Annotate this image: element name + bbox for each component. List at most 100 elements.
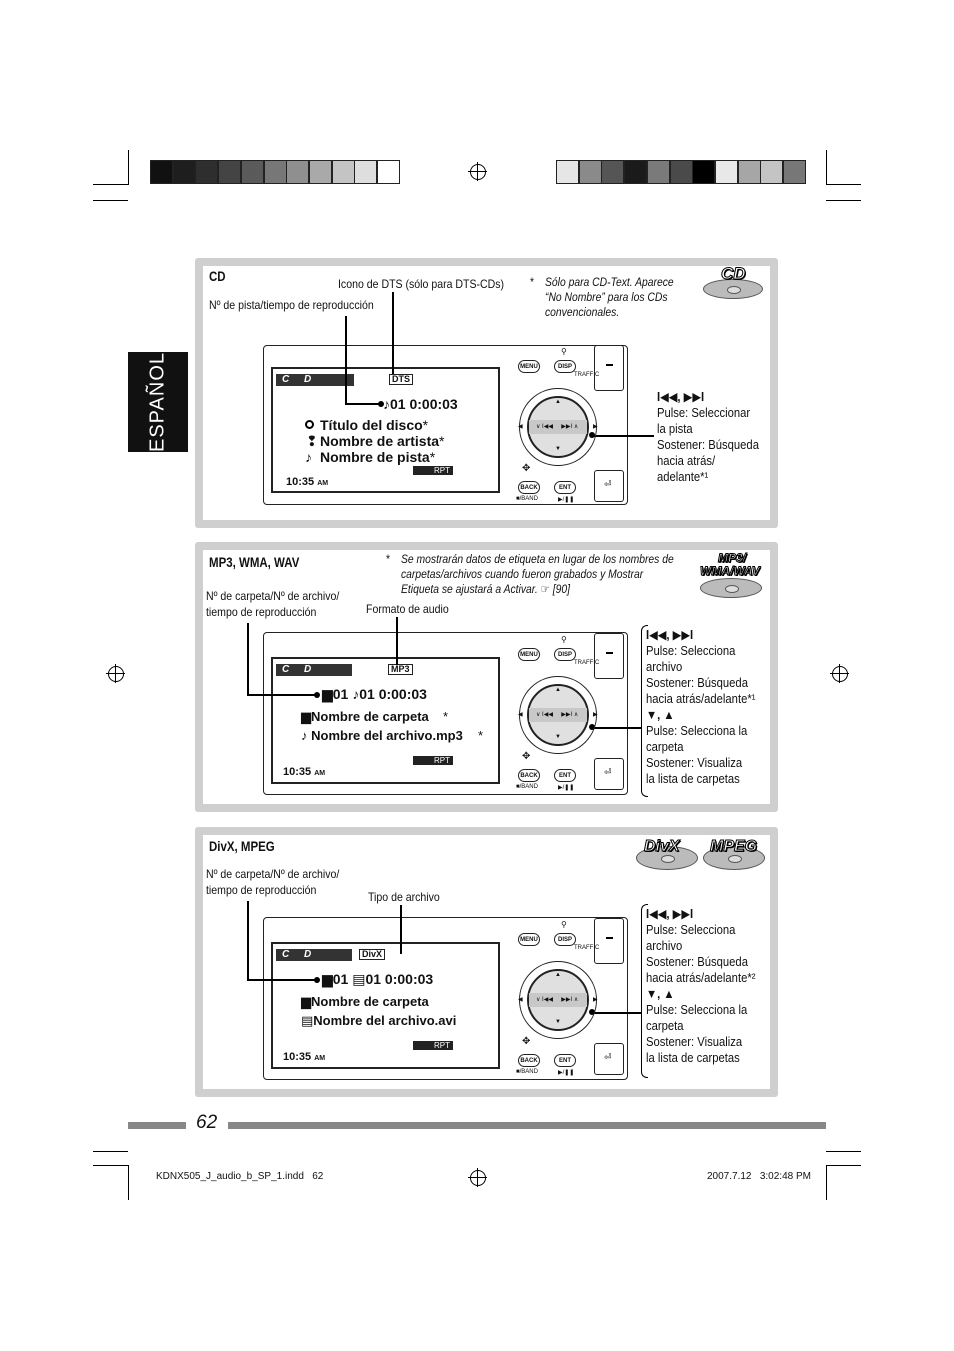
audio-format-label: Formato de audio xyxy=(366,602,449,616)
color-swatch xyxy=(646,160,670,184)
left-arrow-icon: ◀ xyxy=(518,997,523,1003)
disp-button[interactable]: DISP xyxy=(554,648,576,661)
color-swatch xyxy=(783,160,806,184)
language-tab xyxy=(128,352,188,452)
disp-button[interactable]: DISP xyxy=(554,360,576,373)
leader-dot xyxy=(314,977,320,983)
menu-button[interactable]: MENU xyxy=(518,360,540,373)
registration-mark-icon xyxy=(468,162,487,181)
return-key[interactable] xyxy=(594,1043,624,1075)
control-dial-outer[interactable] xyxy=(519,676,597,754)
cd-section-title: CD xyxy=(209,268,226,284)
dts-tag: DTS xyxy=(389,374,413,385)
right-arrow-icon: ▶ xyxy=(593,424,598,430)
back-button[interactable]: BACK xyxy=(518,481,540,494)
color-swatch xyxy=(556,160,579,184)
leader-line xyxy=(345,316,347,404)
divx-folder-name: ▆Nombre de carpeta xyxy=(301,994,429,1009)
traffic-label: TRAFFIC xyxy=(574,945,600,951)
down-arrow-icon: ▼ xyxy=(555,734,561,740)
clock: 10:35 AM xyxy=(283,1051,326,1063)
play-pause-label: ▶/❚❚ xyxy=(558,497,575,503)
mp3-logo: MP3/ WMA/WAV xyxy=(700,551,761,578)
mp3-note-marker: * xyxy=(386,554,391,566)
color-swatch xyxy=(308,160,332,184)
return-key[interactable] xyxy=(594,758,624,790)
crop-mark xyxy=(826,1165,827,1200)
move-icon: ✥ xyxy=(522,751,531,762)
traffic-label: TRAFFIC xyxy=(574,372,600,378)
menu-button[interactable]: MENU xyxy=(518,648,540,661)
menu-button[interactable]: MENU xyxy=(518,933,540,946)
rpt-indicator: RPT xyxy=(413,756,453,765)
disp-button[interactable]: DISP xyxy=(554,933,576,946)
footer-file: KDNX505_J_audio_b_SP_1.indd 62 xyxy=(156,1171,324,1182)
control-panel: MENU DISP ⚲ TRAFFIC ∨ I◀◀ ▶▶I ∧ ▲ ▼ ◀ ▶ … xyxy=(508,345,628,518)
mp3-folder-name: ▆Nombre de carpeta xyxy=(301,709,429,724)
mp3-folder-star: * xyxy=(443,709,449,724)
cd-display xyxy=(271,367,500,493)
crop-mark xyxy=(826,184,861,185)
leader-line xyxy=(400,905,402,954)
ent-button[interactable]: ENT xyxy=(554,769,576,782)
eject-key[interactable] xyxy=(594,633,624,679)
control-dial-outer[interactable] xyxy=(519,961,597,1039)
search-icon: ⚲ xyxy=(561,635,567,644)
eject-key[interactable] xyxy=(594,345,624,391)
dial-center-band xyxy=(529,993,587,1007)
ent-button[interactable]: ENT xyxy=(554,1054,576,1067)
rpt-indicator: RPT xyxy=(413,1041,453,1050)
disc-title: Título del disco* xyxy=(320,417,429,433)
mp3-display-bar: C D xyxy=(276,664,352,676)
divx-display-bar: C D xyxy=(276,949,352,961)
mp3-tag: MP3 xyxy=(388,664,413,675)
back-button[interactable]: BACK xyxy=(518,1054,540,1067)
divx-logo-disc xyxy=(636,846,698,870)
divx-section-title: DivX, MPEG xyxy=(209,838,275,854)
cd-display-bar: C D xyxy=(276,374,354,386)
crop-mark xyxy=(93,184,128,185)
crop-mark xyxy=(826,150,827,185)
dial-center-band xyxy=(529,708,587,722)
return-key[interactable] xyxy=(594,470,624,502)
track-name: Nombre de pista* xyxy=(320,449,436,465)
search-icon: ⚲ xyxy=(561,347,567,356)
control-dial-outer[interactable] xyxy=(519,388,597,466)
color-swatch xyxy=(240,160,264,184)
eject-key[interactable] xyxy=(594,918,624,964)
back-button[interactable]: BACK xyxy=(518,769,540,782)
language-tab-label: ESPAÑOL xyxy=(146,352,169,452)
cd-logo: CD xyxy=(721,264,747,284)
leader-line xyxy=(592,727,642,729)
band-label: ■/BAND xyxy=(516,784,538,790)
right-arrow-icon: ▶ xyxy=(593,712,598,718)
minus-icon xyxy=(606,652,613,654)
color-swatch xyxy=(714,160,738,184)
cd-note: Sólo para CD-Text. Aparece “No Nombre” p… xyxy=(545,277,674,319)
registration-mark-icon xyxy=(468,1168,487,1187)
play-pause-label: ▶/❚❚ xyxy=(558,1070,575,1076)
leader-line xyxy=(592,435,654,437)
crop-mark xyxy=(826,1151,861,1152)
up-arrow-icon: ▲ xyxy=(555,972,561,978)
mp3-section-title: MP3, WMA, WAV xyxy=(209,554,300,570)
divx-track-time: ▆01 ▤01 0:00:03 xyxy=(322,971,434,987)
mp3-note: Se mostrarán datos de etiqueta en lugar … xyxy=(401,554,674,596)
prev-next-icon: ∨ I◀◀ ▶▶I ∧ xyxy=(536,712,579,718)
color-swatch xyxy=(195,160,219,184)
search-icon: ⚲ xyxy=(561,920,567,929)
ent-button[interactable]: ENT xyxy=(554,481,576,494)
mp3-side-notes: I◀◀, ▶▶I Pulse: Selecciona archivo Soste… xyxy=(646,628,756,786)
divx-logo: DivX xyxy=(644,838,681,856)
crop-mark xyxy=(93,1151,128,1152)
leader-line xyxy=(247,623,249,695)
color-swatch xyxy=(578,160,602,184)
dts-icon-label: Icono de DTS (sólo para DTS-CDs) xyxy=(338,277,505,291)
return-icon: ⏎ xyxy=(604,479,612,489)
folder-file-label: Nº de carpeta/Nº de archivo/ tiempo de r… xyxy=(206,867,340,897)
color-swatch xyxy=(286,160,310,184)
color-swatch xyxy=(172,160,196,184)
divx-side-notes: I◀◀, ▶▶I Pulse: Selecciona archivo Soste… xyxy=(646,907,756,1065)
band-label: ■/BAND xyxy=(516,496,538,502)
clock: 10:35 AM xyxy=(286,476,329,488)
